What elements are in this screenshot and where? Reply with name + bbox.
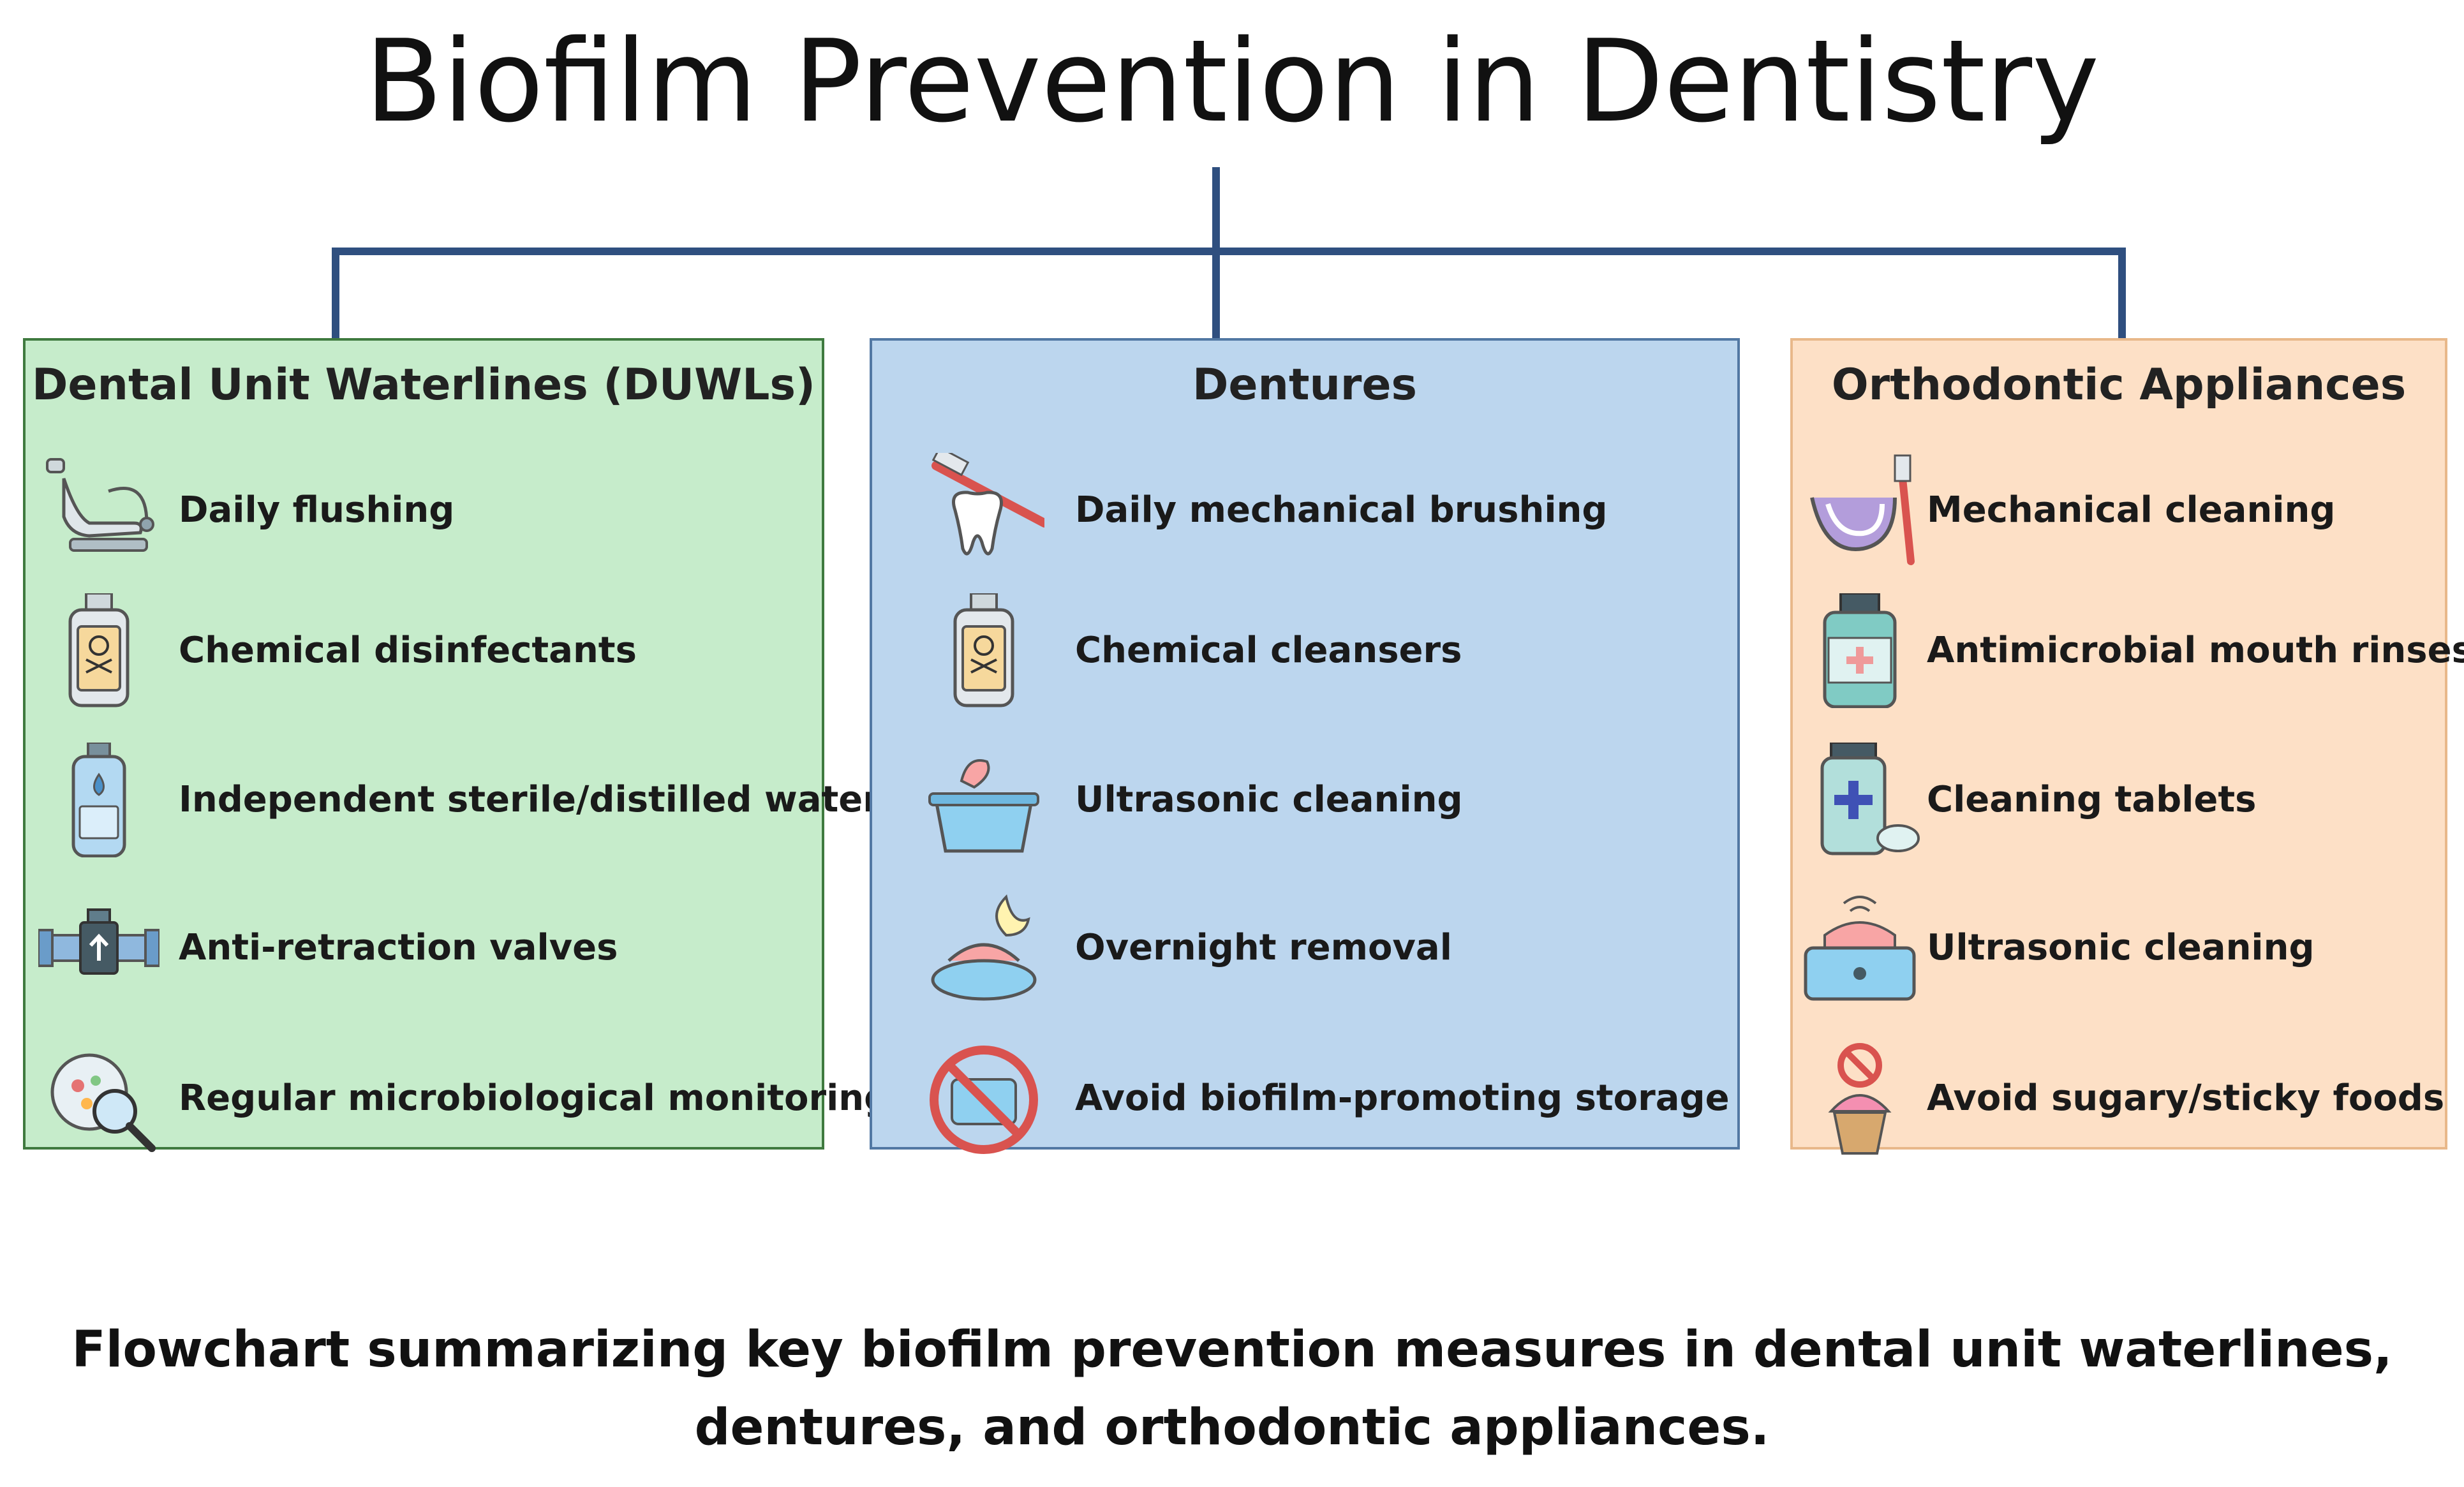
caption-line-1: Flowchart summarizing key biofilm preven… (71, 1321, 2393, 1379)
list-item: Daily mechanical brushing (872, 440, 1737, 581)
panel-title: Dentures (1192, 360, 1418, 410)
item-label: Daily flushing (179, 489, 455, 531)
panel-title: Orthodontic Appliances (1831, 360, 2407, 410)
water-bottle-icon (71, 743, 126, 857)
item-label: Chemical cleansers (1075, 630, 1462, 671)
list-item: Antimicrobial mouth rinses (1793, 581, 2464, 721)
item-label: Avoid sugary/sticky foods (1927, 1077, 2445, 1119)
list-item: Ultrasonic cleaning (1793, 878, 2445, 1018)
no-storage-icon (930, 1046, 1038, 1154)
list-item: Daily flushing (26, 440, 822, 581)
item-label: Mechanical cleaning (1927, 489, 2336, 531)
item-label: Daily mechanical brushing (1075, 489, 1608, 531)
denture-bath-icon (928, 759, 1039, 853)
cleanser-bottle-icon (953, 593, 1014, 707)
valve-icon (38, 908, 160, 975)
caption-line-2: dentures, and orthodontic appliances. (694, 1399, 1770, 1456)
item-label: Avoid biofilm-promoting storage (1075, 1077, 1730, 1119)
item-label: Overnight removal (1075, 927, 1452, 968)
denture-moon-icon (931, 894, 1037, 1001)
item-label: Cleaning tablets (1927, 779, 2257, 820)
connector-lines (332, 167, 2126, 342)
panel-dental-unit-waterlines: Dental Unit Waterlines (DUWLs) Daily flu… (23, 338, 889, 1152)
item-label: Ultrasonic cleaning (1075, 779, 1463, 820)
panel-dentures: Dentures Daily mechanical brushing Chemi… (870, 338, 1740, 1154)
item-label: Anti-retraction valves (179, 927, 618, 968)
list-item: Ultrasonic cleaning (872, 730, 1737, 870)
disinfectant-bottle-icon (68, 593, 130, 707)
item-label: Regular microbiological monitoring (179, 1077, 890, 1119)
toothbrush-tooth-icon (931, 453, 1044, 556)
figure-caption: Flowchart summarizing key biofilm preven… (0, 1311, 2464, 1467)
retainer-brush-icon (1810, 454, 1915, 565)
list-item: Chemical disinfectants (26, 581, 822, 721)
mouthwash-bottle-icon (1823, 593, 1897, 708)
no-cupcake-icon (1828, 1043, 1892, 1155)
list-item: Overnight removal (872, 878, 1737, 1018)
list-item: Regular microbiological monitoring (26, 1028, 889, 1169)
item-label: Ultrasonic cleaning (1927, 927, 2315, 968)
tablet-bottle-icon (1820, 743, 1920, 855)
list-item: Avoid biofilm-promoting storage (872, 1028, 1737, 1169)
diagram-title: Biofilm Prevention in Dentistry (364, 15, 2100, 147)
panel-title: Dental Unit Waterlines (DUWLs) (31, 360, 816, 410)
list-item: Chemical cleansers (872, 581, 1737, 721)
list-item: Mechanical cleaning (1793, 440, 2445, 581)
list-item: Cleaning tablets (1793, 730, 2445, 870)
list-item: Avoid sugary/sticky foods (1793, 1028, 2445, 1169)
list-item: Independent sterile/distilled water (26, 730, 880, 870)
item-label: Antimicrobial mouth rinses (1927, 630, 2464, 671)
list-item: Anti-retraction valves (26, 878, 822, 1018)
ultrasonic-cleaner-icon (1804, 896, 1916, 1001)
dental-chair-icon (46, 458, 154, 552)
item-label: Independent sterile/distilled water (179, 779, 880, 820)
petri-dish-magnifier-icon (50, 1053, 156, 1152)
item-label: Chemical disinfectants (179, 630, 637, 671)
panel-orthodontic-appliances: Orthodontic Appliances Mechanical cleani… (1790, 338, 2464, 1155)
